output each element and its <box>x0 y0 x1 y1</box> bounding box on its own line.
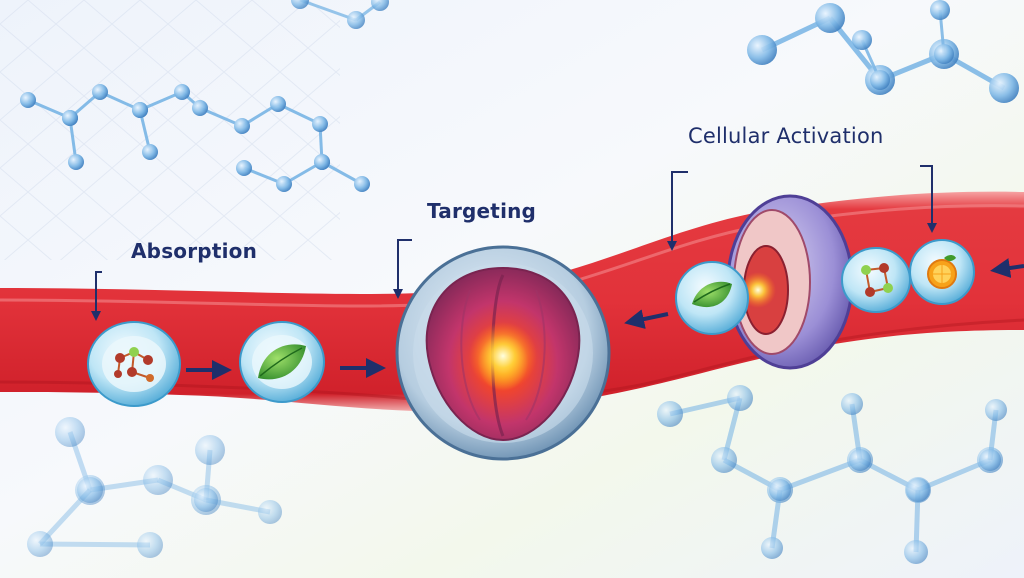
molecule-atom <box>258 500 282 524</box>
label-absorption: Absorption <box>131 239 258 263</box>
activation-capsule-molecules <box>841 247 911 313</box>
molecule-atom <box>270 96 286 112</box>
molecule-bond <box>299 0 357 22</box>
molecule-atom <box>20 92 36 108</box>
background-molecules <box>20 0 1019 564</box>
molecule-atom <box>870 70 890 90</box>
orange-slice-icon <box>927 255 957 289</box>
molecule-atom <box>347 11 365 29</box>
activated-cell <box>726 194 854 370</box>
molecule-atom <box>930 0 950 20</box>
label-cellular-activation: Cellular Activation <box>688 124 884 148</box>
activation-pointer-right <box>920 165 937 233</box>
absorption-pointer <box>91 271 102 321</box>
leaf-icon <box>258 344 306 380</box>
molecule-atom <box>934 44 954 64</box>
molecule-atom <box>68 154 84 170</box>
absorption-capsule-molecules <box>87 321 181 407</box>
molecule-atom <box>192 100 208 116</box>
label-pointers <box>91 165 937 321</box>
molecule-atom <box>769 479 791 501</box>
molecule-atom <box>906 478 930 502</box>
molecule-atom <box>234 118 250 134</box>
molecule-atom <box>815 3 845 33</box>
molecule-atom <box>761 537 783 559</box>
molecule-atom <box>137 532 163 558</box>
molecule-atom <box>989 73 1019 103</box>
molecule-atom <box>55 417 85 447</box>
molecule-atom <box>852 30 872 50</box>
molecule-atom <box>985 399 1007 421</box>
molecule-atom <box>841 393 863 415</box>
molecule-atom <box>291 0 309 9</box>
molecule-atom <box>371 0 389 11</box>
molecule-atom <box>174 84 190 100</box>
molecule-atom <box>657 401 683 427</box>
molecule-atom <box>142 144 158 160</box>
molecule-cluster-icon <box>861 263 893 297</box>
hex-grid-pattern <box>0 0 340 260</box>
flow-arrows <box>186 258 1024 380</box>
targeted-cell <box>395 245 611 461</box>
molecule-atom <box>132 102 148 118</box>
molecule-atom <box>727 385 753 411</box>
absorption-capsule-leaf <box>239 321 325 403</box>
molecule-atom <box>849 449 871 471</box>
molecule-atom <box>711 447 737 473</box>
molecule-atom <box>276 176 292 192</box>
molecule-atom <box>92 84 108 100</box>
molecule-atom <box>354 176 370 192</box>
arrow-activation-to-cell <box>624 309 669 329</box>
molecule-atom <box>194 488 218 512</box>
molecule-atom <box>747 35 777 65</box>
molecule-bond <box>779 457 861 493</box>
molecule-atom <box>62 110 78 126</box>
molecule-atom <box>195 435 225 465</box>
molecule-atom <box>27 531 53 557</box>
targeting-pointer <box>393 239 412 299</box>
molecule-atom <box>236 160 252 176</box>
leaf-icon <box>692 281 732 308</box>
activation-capsule-orange <box>909 239 975 305</box>
molecule-bond <box>39 541 151 548</box>
molecule-atom <box>904 540 928 564</box>
activation-pointer-left <box>667 171 688 251</box>
molecule-atom <box>143 465 173 495</box>
molecule-atom <box>314 154 330 170</box>
arrow-incoming <box>990 258 1024 278</box>
cell-nucleus <box>425 266 581 442</box>
molecule-cluster-icon <box>114 347 154 382</box>
activation-capsule-leaf <box>675 261 749 335</box>
molecule-atom <box>979 449 1001 471</box>
molecule-atom <box>312 116 328 132</box>
label-targeting: Targeting <box>427 199 537 223</box>
molecule-atom <box>77 477 103 503</box>
